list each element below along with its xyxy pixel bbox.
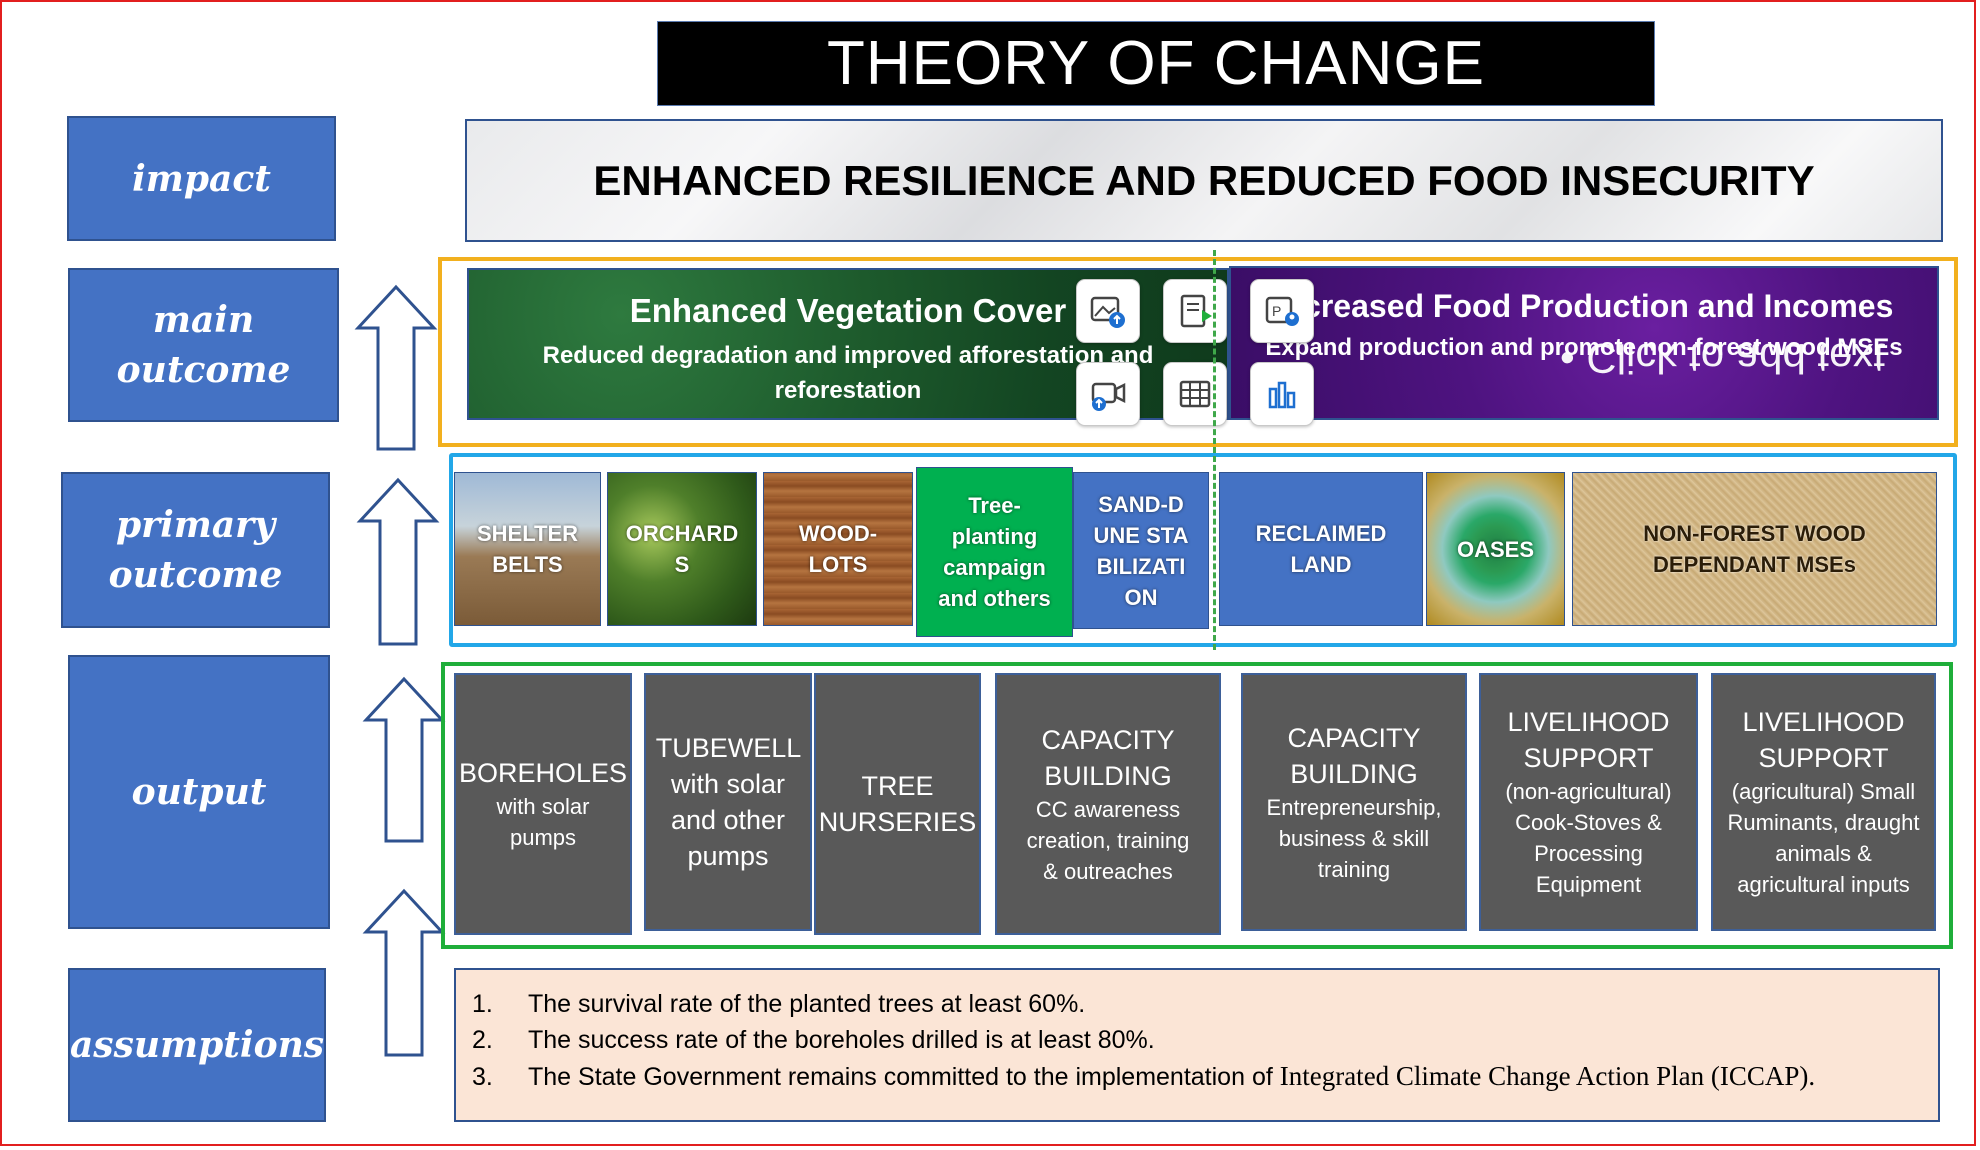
main-outcome-subtitle: Expand production and promote non-forest… — [1265, 334, 1903, 361]
impact-statement: ENHANCED RESILIENCE AND REDUCED FOOD INS… — [465, 119, 1943, 242]
assumption-item: 1.The survival rate of the planted trees… — [472, 990, 1086, 1018]
insert-chart-icon[interactable] — [1250, 362, 1314, 426]
output-capacity-building-entrepreneurship: CAPACITY BUILDING Entrepreneurship, busi… — [1241, 673, 1467, 931]
up-arrow-icon — [362, 888, 446, 1057]
up-arrow-icon — [354, 284, 438, 451]
primary-outcome-frame — [449, 453, 1957, 647]
insert-table-icon[interactable] — [1163, 362, 1227, 426]
output-tubewell: TUBEWELL with solar and other pumps — [644, 673, 812, 931]
up-arrow-icon — [362, 676, 446, 843]
divider-line — [1213, 250, 1216, 650]
primary-outcome-orchards: ORCHARDS — [607, 472, 757, 626]
main-outcome-food: Increased Food Production and Incomes Ex… — [1229, 266, 1939, 420]
primary-outcome-wood-lots: WOOD-LOTS — [763, 472, 913, 626]
output-livelihood-agricultural: LIVELIHOOD SUPPORT (agricultural) Small … — [1711, 673, 1936, 931]
insert-slide-icon[interactable] — [1163, 279, 1227, 343]
label-main-outcome: main outcome — [68, 268, 339, 422]
insert-video-icon[interactable] — [1076, 362, 1140, 426]
primary-outcome-reclaimed-land: RECLAIMED LAND — [1219, 472, 1423, 626]
up-arrow-icon — [356, 477, 440, 646]
primary-outcome-shelter-belts: SHELTER BELTS — [454, 472, 601, 626]
label-output: output — [68, 655, 330, 929]
primary-outcome-tree-planting: Tree-planting campaign and others — [916, 467, 1073, 637]
label-assumptions: assumptions — [68, 968, 326, 1122]
main-outcome-title: Enhanced Vegetation Cover — [629, 292, 1067, 329]
output-frame — [441, 662, 1953, 949]
main-outcome-subtitle: Reduced degradation and improved affores… — [542, 342, 1154, 404]
main-outcome-frame — [438, 257, 1958, 447]
label-impact: impact — [67, 116, 336, 241]
primary-outcome-non-forest-mses: NON-FOREST WOOD DEPENDANT MSEs — [1572, 472, 1937, 626]
primary-outcome-sand-dune: SAND-DUNE STABILIZATION — [1073, 472, 1209, 629]
label-primary-outcome: primary outcome — [61, 472, 330, 628]
page-title: THEORY OF CHANGE — [657, 21, 1655, 106]
primary-outcome-oases: OASES — [1426, 472, 1565, 626]
assumptions-box: 1.The survival rate of the planted trees… — [454, 968, 1940, 1122]
output-capacity-building-cc: CAPACITY BUILDING CC awareness creation,… — [995, 673, 1221, 935]
output-livelihood-non-agricultural: LIVELIHOOD SUPPORT (non-agricultural) Co… — [1479, 673, 1698, 931]
insert-picture-icon[interactable] — [1076, 279, 1140, 343]
output-tree-nurseries: TREE NURSERIES — [814, 673, 981, 935]
svg-text:P: P — [1272, 303, 1281, 319]
insert-smartart-icon[interactable]: P — [1250, 279, 1314, 343]
assumption-item: 3.The State Government remains committed… — [472, 1061, 1816, 1091]
output-boreholes: BOREHOLES with solar pumps — [454, 673, 632, 935]
main-outcome-title: Increased Food Production and Incomes — [1274, 288, 1894, 324]
impact-text: ENHANCED RESILIENCE AND REDUCED FOOD INS… — [593, 156, 1815, 204]
placeholder-text[interactable]: • Click to add text — [1560, 335, 1886, 382]
assumption-item: 2.The success rate of the boreholes dril… — [472, 1026, 1155, 1054]
